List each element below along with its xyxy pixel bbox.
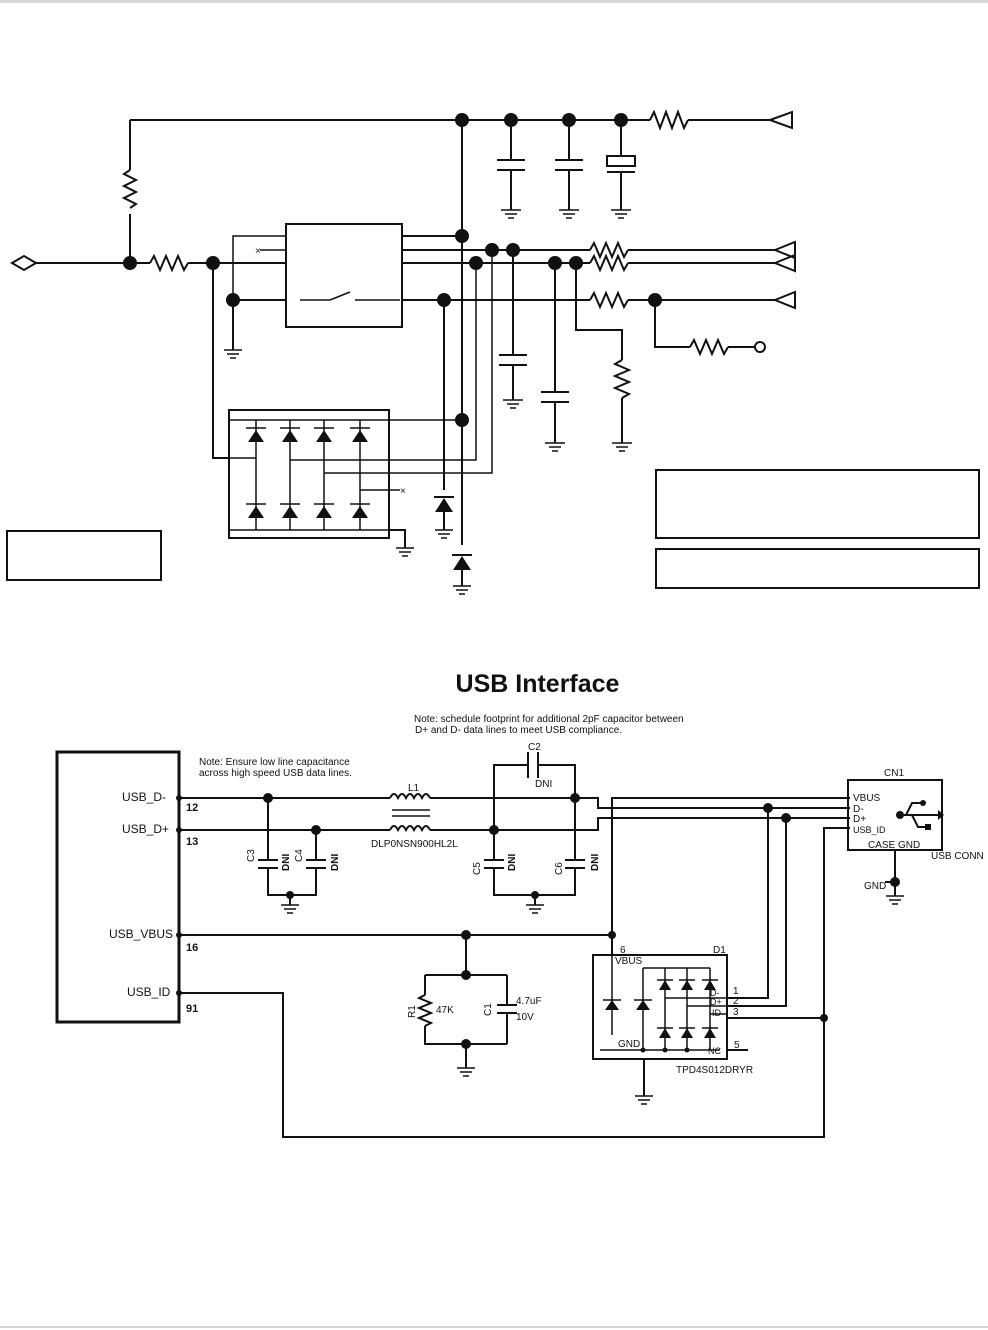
c5-c6-caps (484, 798, 585, 914)
pin-number-16: 16 (186, 942, 199, 954)
port-top-right (767, 110, 793, 130)
pin-label-usb-id: USB_ID (127, 985, 171, 999)
l1-choke (389, 793, 431, 833)
d1-pin-dp-number: 2 (733, 996, 739, 1007)
cn1-pin-usbid: USB_ID (853, 825, 886, 835)
c5-val: DNI (507, 853, 518, 871)
c3-val: DNI (281, 853, 292, 871)
cn1-name: USB CONN (931, 851, 984, 862)
d1-pin-dp-label: D+ (710, 997, 722, 1007)
d1-nc-label: NC (708, 1046, 721, 1056)
resistor-r-top-right (649, 109, 689, 131)
pin-label-usb-vbus: USB_VBUS (109, 927, 174, 941)
c6-ref: C6 (554, 862, 565, 875)
d1-pin-dm-number: 1 (733, 986, 739, 997)
resistor-r-top-left (121, 169, 139, 209)
cn1-pin-vbus: VBUS (853, 793, 881, 804)
cap-group-top (497, 120, 636, 219)
d1-ref: D1 (713, 945, 726, 956)
pin-number-91: 91 (186, 1003, 199, 1015)
note-capacitance-line2: across high speed USB data lines. (199, 768, 352, 779)
l1-ref: L1 (408, 783, 420, 794)
d1-vbus-pin: 6 (620, 945, 626, 956)
blank-label-box-right-1 (655, 469, 980, 539)
cn1-case-gnd: CASE GND (868, 840, 921, 851)
c3-c4-caps (258, 798, 326, 914)
c1-val2: 10V (516, 1012, 534, 1023)
pin-label-usb-dm: USB_D- (122, 790, 167, 804)
usb-icon (896, 800, 944, 830)
page-title: USB Interface (455, 670, 620, 698)
switch-ic (285, 223, 403, 328)
note-capacitor-line1: Note: schedule footprint for additional … (414, 714, 684, 725)
d1-block (592, 954, 728, 1060)
d1-pin-dm-label: D- (710, 988, 720, 998)
cn1-ref: CN1 (884, 768, 905, 779)
blank-label-box-right-2 (655, 548, 980, 589)
c5-ref: C5 (472, 862, 483, 875)
d1-pin-id-number: 3 (733, 1007, 739, 1018)
top-rule (0, 0, 988, 3)
c6-val: DNI (590, 853, 601, 871)
tvs-diodes: × (229, 419, 462, 531)
tvs-array (228, 409, 390, 539)
c2-val: DNI (535, 779, 553, 790)
c1-ref: C1 (483, 1003, 494, 1016)
junctions-top (123, 113, 662, 427)
blank-label-box-left (6, 530, 162, 581)
note-capacitance-line1: Note: Ensure low line capacitance (199, 757, 350, 768)
cn1-gnd-label: GND (864, 881, 887, 892)
pin-number-13: 13 (186, 836, 199, 848)
pin-label-usb-dp: USB_D+ (122, 822, 170, 836)
d1-gnd-label: GND (618, 1039, 641, 1050)
c3-ref: C3 (246, 849, 257, 862)
d1-part: TPD4S012DRYR (676, 1065, 754, 1076)
c4-ref: C4 (294, 849, 305, 862)
port-left (10, 254, 38, 272)
r1-ref: R1 (407, 1005, 418, 1018)
pin-number-12: 12 (186, 802, 199, 814)
c4-val: DNI (330, 853, 341, 871)
d1-nc-pin: 5 (734, 1040, 740, 1051)
c1-val1: 4.7uF (516, 996, 542, 1007)
r1-val: 47K (436, 1005, 454, 1016)
d1-pin-id-label: ID (712, 1008, 721, 1018)
svg-text:×: × (400, 486, 406, 497)
junctions-usb (176, 793, 900, 1049)
note-capacitor-line2: D+ and D- data lines to meet USB complia… (415, 725, 623, 736)
cn1-pin-dm: D- (853, 804, 864, 815)
bottom-rule (0, 1326, 988, 1328)
cn1-pin-dp: D+ (853, 814, 867, 825)
d1-internals (600, 955, 727, 1053)
l1-part: DLP0NSN900HL2L (371, 839, 458, 850)
reference-schematic: × (6, 109, 980, 595)
d1-vbus-label: VBUS (615, 956, 643, 967)
r1-c1-network (416, 935, 517, 1077)
svg-text:×: × (255, 246, 261, 257)
c2-ref: C2 (528, 742, 541, 753)
